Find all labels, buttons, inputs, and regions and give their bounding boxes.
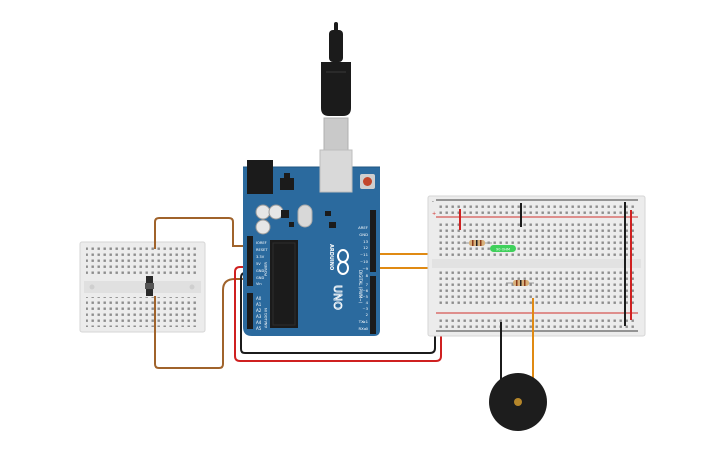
pin-5: ~5 xyxy=(362,294,368,299)
pin-8: 8 xyxy=(366,273,369,278)
rail-plus-top: + xyxy=(432,211,436,217)
pin-a4: A4 xyxy=(256,320,262,325)
arduino-brand: ARDUINO xyxy=(328,244,334,270)
reset-button-icon[interactable] xyxy=(360,174,375,189)
pin-a0: A0 xyxy=(256,296,262,301)
mount-hole xyxy=(259,336,265,342)
power-jack[interactable] xyxy=(247,160,273,194)
arduino-model: UNO xyxy=(331,285,344,310)
piezo-buzzer[interactable] xyxy=(489,373,547,431)
pin-10: ~10 xyxy=(360,259,369,264)
wire-black-gnd[interactable] xyxy=(240,272,436,354)
digital-header-label: DIGITAL (PWM~) xyxy=(358,270,363,304)
crystal xyxy=(297,204,313,228)
capacitor-1 xyxy=(255,204,271,220)
potentiometer[interactable] xyxy=(145,276,154,296)
pin-ioref: IOREF xyxy=(256,241,267,245)
analog-header-label: ANALOG IN xyxy=(264,308,268,328)
wire-brown-top[interactable] xyxy=(154,217,248,249)
pin-aref: AREF xyxy=(358,225,368,230)
mount-hole xyxy=(367,336,373,342)
pin-a1: A1 xyxy=(256,302,262,307)
pin-9: ~9 xyxy=(362,266,368,271)
pin-13: 13 xyxy=(363,239,368,244)
pin-4: 4 xyxy=(366,300,369,305)
power-header-label: POWER xyxy=(263,262,268,276)
resistor-buzzer[interactable] xyxy=(506,280,534,286)
pin-a2: A2 xyxy=(256,308,262,313)
capacitor-3 xyxy=(255,219,271,235)
led-label: 90 OHM xyxy=(496,248,510,252)
pin-gnd-d: GND xyxy=(359,232,368,237)
analog-header[interactable] xyxy=(247,293,253,329)
wire-brown-bottom[interactable] xyxy=(154,278,248,369)
digital-pin-labels: AREF GND 13 12 ~11 ~10 ~9 8 7 ~6 ~5 4 ~3… xyxy=(358,225,369,331)
power-header[interactable] xyxy=(247,236,253,286)
pin-3: ~3 xyxy=(362,306,368,311)
smd-part-3 xyxy=(325,211,331,216)
smd-part-1 xyxy=(289,222,294,227)
voltage-regulator xyxy=(280,178,294,190)
power-pin-labels: IOREF RESET 3.3V 5V GND GND Vin xyxy=(256,241,268,286)
pin-gnd-2: GND xyxy=(256,276,264,280)
pin-3v3: 3.3V xyxy=(256,255,265,259)
pin-5v: 5V xyxy=(256,262,261,266)
pin-a5: A5 xyxy=(256,326,262,331)
pin-vin: Vin xyxy=(256,282,262,286)
pin-gnd-1: GND xyxy=(256,269,264,273)
pin-a3: A3 xyxy=(256,314,262,319)
resistor-led[interactable] xyxy=(462,240,492,246)
analog-pin-labels: A0 A1 A2 A3 A4 A5 xyxy=(256,296,262,331)
small-breadboard[interactable] xyxy=(79,241,206,333)
pin-7: 7 xyxy=(366,282,369,287)
pin-12: 12 xyxy=(363,245,368,250)
infinity-logo-icon xyxy=(337,249,349,275)
pin-2: 2 xyxy=(366,312,369,317)
atmega-chip xyxy=(270,240,298,328)
digital-header-bottom[interactable] xyxy=(370,276,376,334)
usb-cable-icon[interactable] xyxy=(319,22,353,193)
pin-0: RX◂0 xyxy=(358,326,368,331)
usb-chip xyxy=(281,210,289,218)
regulator-tab xyxy=(284,173,290,179)
pin-reset: RESET xyxy=(256,248,268,252)
capacitor-2 xyxy=(268,204,284,220)
smd-part-2 xyxy=(329,222,336,228)
pin-6: ~6 xyxy=(362,288,368,293)
main-breadboard[interactable] xyxy=(427,195,646,337)
pin-1: TX▸1 xyxy=(358,319,369,324)
wire-red-5v[interactable] xyxy=(234,266,442,362)
led[interactable]: 90 OHM xyxy=(490,245,516,252)
digital-header-top[interactable] xyxy=(370,210,376,272)
pin-11: ~11 xyxy=(360,252,369,257)
rail-minus-top: - xyxy=(432,199,434,205)
